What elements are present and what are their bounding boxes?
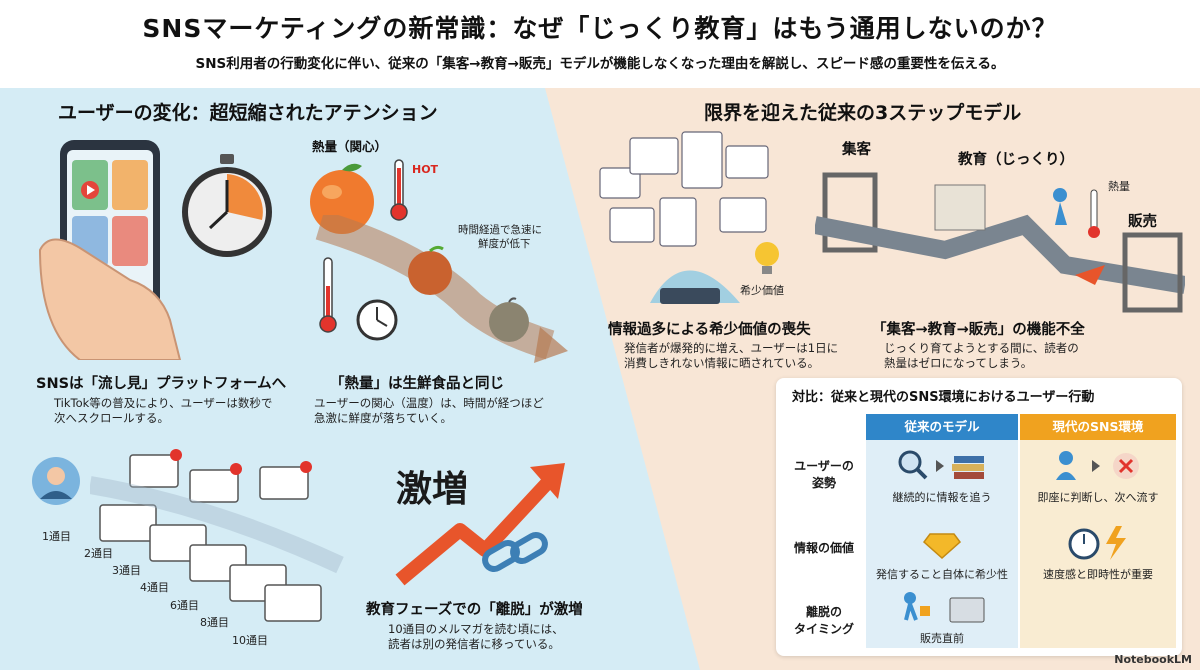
stage-label-1: 集客	[842, 142, 871, 158]
row-label-attitude: ユーザーの 姿勢	[784, 458, 864, 492]
sns-desc-2: 次へスクロールする。	[54, 411, 169, 425]
sns-title: SNSは「流し見」プラットフォームへ	[36, 376, 287, 392]
decay-note-1: 時間経過で急速に	[458, 224, 542, 236]
model-failure-title: 「集客→教育→販売」の機能不全	[872, 322, 1085, 338]
email-label-1: 1通目	[42, 530, 71, 543]
row-label-attitude-line2: 姿勢	[811, 475, 836, 490]
email-label-2: 2通目	[84, 547, 113, 560]
page-title: SNSマーケティングの新常識：なぜ「じっくり教育」はもう通用しないのか？	[142, 14, 1058, 43]
cell-timing-old: 販売直前	[920, 632, 964, 645]
thermometer-cold-icon	[319, 257, 337, 333]
heat-desc-1: ユーザーの関心（温度）は、時間が経つほど	[314, 396, 544, 410]
old-model-column	[866, 414, 1018, 648]
decay-note-2: 鮮度が低下	[478, 238, 531, 250]
thermometer-hot-icon	[390, 159, 408, 221]
email-label-8: 8通目	[200, 616, 229, 629]
heat-title: 「熱量」は生鮮食品と同じ	[330, 376, 504, 392]
brand-logo: NotebookLM	[1114, 653, 1192, 666]
email-label-10: 10通目	[232, 634, 268, 647]
page-subtitle: SNS利用者の行動変化に伴い、従来の「集客→教育→販売」モデルが機能しなくなった…	[195, 56, 1005, 72]
walking-to-register-icon	[904, 592, 985, 623]
cell-value-new: 速度感と即時性が重要	[1043, 568, 1153, 581]
left-heading: ユーザーの変化：超短縮されたアテンション	[58, 102, 438, 124]
heat-desc-2: 急激に鮮度が落ちていく。	[314, 411, 452, 425]
modern-column	[1020, 414, 1176, 648]
email-label-4: 4通目	[140, 581, 169, 594]
search-and-books-icon	[898, 450, 984, 480]
model-failure-desc-2: 熱量はゼロになってしまう。	[884, 356, 1033, 370]
scarcity-label: 希少価値	[740, 284, 784, 297]
cell-attitude-old: 継続的に情報を追う	[892, 491, 992, 504]
smartphone-icon	[38, 140, 182, 360]
hot-label: HOT	[412, 163, 439, 176]
modern-header: 現代のSNS環境	[1020, 414, 1176, 440]
stage-label-3: 販売	[1128, 214, 1157, 230]
row-label-timing-line2: タイミング	[793, 621, 854, 636]
aging-peach-icon	[408, 245, 452, 295]
email-label-3: 3通目	[112, 564, 141, 577]
row-label-value-line1: 情報の価値	[793, 541, 854, 555]
gem-icon	[922, 533, 962, 560]
sns-desc-1: TikTok等の普及により、ユーザーは数秒で	[54, 396, 273, 410]
person-and-cross-icon	[1056, 451, 1139, 480]
churn-desc-1: 10通目のメルマガを読む頃には、	[388, 622, 564, 636]
user-avatar-icon	[32, 457, 80, 505]
info-overload-title: 情報過多による希少価値の喪失	[608, 322, 811, 338]
cell-value-old: 発信すること自体に希少性	[876, 568, 1008, 581]
right-heading: 限界を迎えた従来の3ステップモデル	[704, 102, 1022, 124]
conveyor-model-illustration	[815, 172, 1185, 313]
broken-link-icon	[482, 532, 548, 572]
table-title: 対比：従来と現代のSNS環境におけるユーザー行動	[792, 390, 1095, 405]
information-overload-illustration	[599, 131, 769, 304]
model-failure-desc-1: じっくり育てようとする間に、読者の	[884, 341, 1079, 355]
lightbulb-icon	[755, 242, 779, 274]
header: SNSマーケティングの新常識：なぜ「じっくり教育」はもう通用しないのか？ SNS…	[0, 0, 1200, 88]
rotten-fruit-icon	[489, 297, 529, 342]
stopwatch-icon	[182, 154, 272, 257]
row-label-timing: 離脱の タイミング	[784, 604, 864, 638]
heat-small-label: 熱量	[1108, 180, 1130, 193]
surge-arrow-icon	[395, 463, 565, 586]
old-model-header: 従来のモデル	[866, 414, 1018, 440]
stage-label-2: 教育（じっくり）	[958, 152, 1074, 168]
info-overload-desc-1: 発信者が爆発的に増え、ユーザーは1日に	[624, 341, 839, 355]
churn-desc-2: 読者は別の発信者に移っている。	[388, 637, 560, 651]
email-label-6: 6通目	[170, 599, 199, 612]
clock-icon	[356, 299, 398, 341]
email-sequence-illustration	[90, 449, 344, 622]
churn-title: 教育フェーズでの「離脱」が激増	[366, 602, 583, 618]
heat-label: 熱量（関心）	[312, 139, 388, 154]
comparison-table: 対比：従来と現代のSNS環境におけるユーザー行動 従来のモデル 現代のSNS環境…	[776, 378, 1182, 656]
row-label-attitude-line1: ユーザーの	[794, 459, 854, 473]
surge-label: 激増	[396, 469, 469, 510]
row-label-timing-line1: 離脱の	[805, 605, 842, 619]
cell-attitude-new: 即座に判断し、次へ流す	[1037, 491, 1159, 504]
stopwatch-lightning-icon	[1068, 526, 1126, 560]
row-label-value: 情報の価値	[784, 540, 864, 557]
info-overload-desc-2: 消費しきれない情報に晒されている。	[624, 356, 820, 370]
